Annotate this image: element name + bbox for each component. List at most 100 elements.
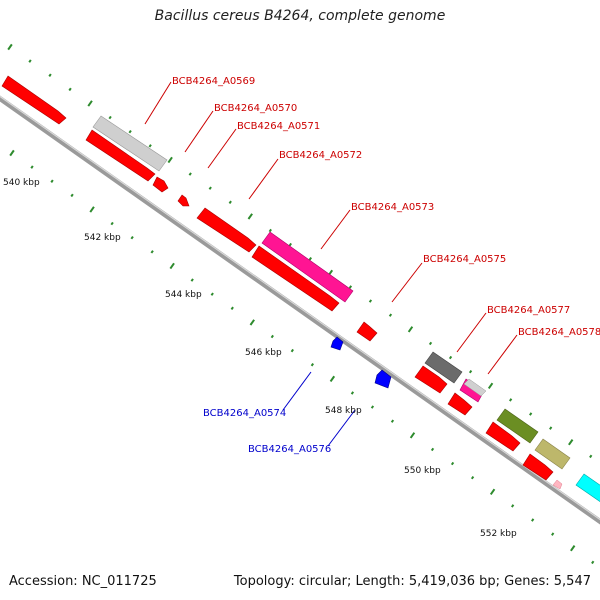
- major-tick-dot: [169, 262, 175, 270]
- minor-tick-dot: [270, 334, 274, 339]
- minor-tick-dot: [531, 518, 535, 522]
- minor-tick-dot: [388, 313, 393, 317]
- gene-feature-gray-small[interactable]: [463, 378, 487, 397]
- minor-tick-dot: [508, 398, 513, 402]
- kbp-label: 542 kbp: [84, 233, 121, 243]
- gene-label-a0570[interactable]: BCB4264_A0570: [214, 103, 297, 114]
- kbp-label: 548 kbp: [325, 406, 362, 416]
- minor-tick-dot: [190, 278, 194, 282]
- minor-tick-dot: [48, 73, 52, 77]
- gene-feature-blue[interactable]: [330, 336, 344, 351]
- minor-tick-dot: [50, 179, 54, 183]
- minor-tick-dot: [130, 235, 134, 240]
- gene-feature-red[interactable]: [177, 194, 190, 207]
- major-tick-dot: [87, 100, 93, 107]
- gene-feature-red[interactable]: [251, 245, 340, 312]
- major-tick-dot: [89, 206, 95, 213]
- gene-label-a0574[interactable]: BCB4264_A0574: [203, 408, 286, 419]
- gene-feature-red[interactable]: [356, 321, 378, 342]
- minor-tick-dot: [470, 475, 475, 480]
- minor-tick-dot: [208, 186, 212, 190]
- genome-backbone-highlight: [0, 95, 600, 521]
- kbp-labels: 540 kbp 542 kbp 544 kbp 546 kbp 548 kbp …: [3, 178, 517, 539]
- minor-tick-dot: [188, 172, 192, 176]
- minor-tick-dot: [510, 504, 515, 508]
- minor-tick-dot: [68, 87, 72, 92]
- minor-tick-dot: [288, 242, 292, 247]
- minor-tick-dot: [368, 299, 373, 303]
- gene-feature-cyan[interactable]: [575, 473, 600, 503]
- minor-tick-dot: [310, 363, 314, 367]
- gene-feature-red[interactable]: [414, 365, 448, 394]
- genome-summary-text: Topology: circular; Length: 5,419,036 bp…: [233, 574, 591, 589]
- gene-feature-pink-light[interactable]: [552, 479, 563, 490]
- minor-tick-dot: [551, 532, 555, 536]
- gene-feature-red[interactable]: [485, 421, 521, 452]
- major-tick-dot: [487, 382, 494, 389]
- major-tick-dot: [407, 326, 414, 333]
- gene-feature-khaki[interactable]: [534, 438, 571, 470]
- minor-tick-dot: [290, 348, 294, 353]
- gene-feature-pink[interactable]: [261, 231, 354, 303]
- gene-feature-olive[interactable]: [496, 408, 539, 444]
- minor-tick-dot: [230, 306, 234, 310]
- gene-labels: BCB4264_A0569 BCB4264_A0570 BCB4264_A057…: [172, 76, 600, 455]
- major-tick-dot: [409, 432, 416, 439]
- gene-label-a0578[interactable]: BCB4264_A0578: [518, 327, 600, 338]
- gene-label-a0577[interactable]: BCB4264_A0577: [487, 305, 570, 316]
- minor-tick-dot: [308, 257, 312, 261]
- feature-outer-row: [1, 75, 600, 503]
- gene-feature-red[interactable]: [196, 207, 257, 253]
- genome-backbone: [0, 95, 600, 525]
- major-tick-dot: [9, 149, 15, 157]
- minor-tick-dot: [430, 447, 435, 452]
- minor-tick-dot: [428, 341, 433, 346]
- kbp-label: 544 kbp: [165, 290, 202, 300]
- minor-tick-dot: [210, 292, 214, 296]
- major-tick-dot: [167, 156, 173, 164]
- minor-tick-dot: [30, 165, 34, 169]
- major-tick-dot: [7, 43, 13, 51]
- minor-tick-dot: [589, 454, 593, 459]
- minor-tick-dot: [591, 560, 595, 565]
- minor-tick-dot: [370, 405, 375, 409]
- major-tick-dot: [249, 319, 255, 326]
- tick-dots-outer: [7, 43, 593, 459]
- minor-tick-dot: [450, 461, 455, 466]
- minor-tick-dot: [468, 369, 473, 374]
- kbp-label: 552 kbp: [480, 529, 517, 539]
- gene-label-a0572[interactable]: BCB4264_A0572: [279, 150, 362, 161]
- minor-tick-dot: [150, 250, 154, 254]
- tick-dots-inner: [9, 149, 595, 565]
- gene-label-a0576[interactable]: BCB4264_A0576: [248, 444, 331, 455]
- minor-tick-dot: [108, 115, 112, 120]
- gene-feature-red[interactable]: [522, 453, 554, 481]
- minor-tick-dot: [70, 193, 74, 198]
- minor-tick-dot: [110, 221, 114, 226]
- gene-feature-gray[interactable]: [92, 115, 168, 172]
- feature-reverse-row: [330, 336, 392, 389]
- minor-tick-dot: [390, 419, 395, 423]
- gene-feature-red[interactable]: [152, 176, 169, 193]
- kbp-label: 550 kbp: [404, 466, 441, 476]
- gene-label-a0573[interactable]: BCB4264_A0573: [351, 202, 434, 213]
- major-tick-dot: [247, 213, 253, 220]
- gene-feature-red[interactable]: [447, 392, 473, 416]
- gene-label-a0569[interactable]: BCB4264_A0569: [172, 76, 255, 87]
- gene-label-a0571[interactable]: BCB4264_A0571: [237, 121, 320, 132]
- minor-tick-dot: [128, 129, 132, 134]
- gene-feature-red[interactable]: [1, 75, 67, 125]
- gene-feature-darkgray[interactable]: [424, 351, 463, 384]
- minor-tick-dot: [228, 200, 232, 204]
- gene-label-a0575[interactable]: BCB4264_A0575: [423, 254, 506, 265]
- kbp-label: 540 kbp: [3, 178, 40, 188]
- gene-feature-blue[interactable]: [374, 369, 392, 389]
- label-connectors: [144, 81, 518, 447]
- gene-feature-red[interactable]: [85, 129, 156, 182]
- minor-tick-dot: [529, 412, 533, 416]
- minor-tick-dot: [549, 426, 553, 430]
- minor-tick-dot: [448, 355, 453, 360]
- minor-tick-dot: [268, 228, 272, 233]
- major-tick-dot: [329, 375, 336, 383]
